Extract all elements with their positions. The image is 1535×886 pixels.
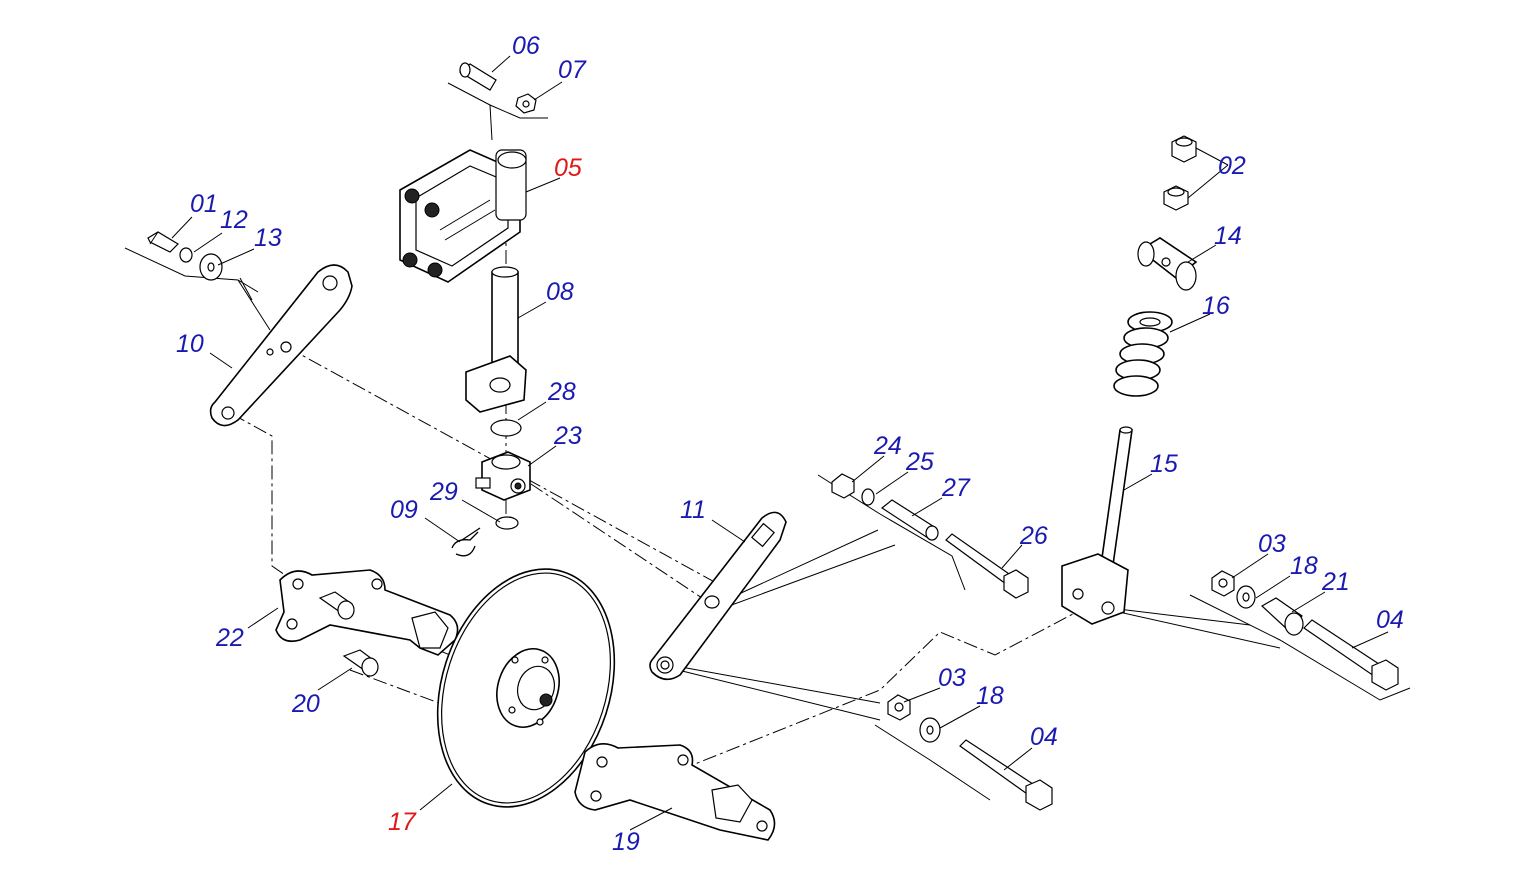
callout-24: 24 (873, 432, 902, 460)
callout-18-lower: 18 (976, 682, 1004, 710)
washer-part-28 (490, 419, 522, 437)
callout-27: 27 (941, 474, 971, 502)
bolt-part-04-right (1303, 619, 1399, 691)
bolt-part-01 (147, 231, 179, 253)
callout-06: 06 (512, 32, 540, 60)
callout-22: 22 (215, 624, 244, 652)
clamp-part-14 (1137, 237, 1198, 291)
lock-washer-part-12 (179, 247, 193, 263)
callout-25: 25 (905, 448, 934, 476)
callout-03-right: 03 (1258, 530, 1286, 558)
callout-23: 23 (553, 422, 582, 450)
nut-part-24 (831, 473, 855, 499)
callout-20: 20 (291, 690, 320, 718)
callout-09: 09 (390, 496, 418, 524)
pivot-block-part-23 (475, 451, 531, 501)
callout-03-lower: 03 (938, 664, 966, 692)
callout-leaders (171, 55, 1389, 831)
washer-part-18-lower (919, 717, 941, 743)
callout-08: 08 (546, 278, 574, 306)
callout-26: 26 (1019, 522, 1048, 550)
callout-04-lower: 04 (1030, 723, 1058, 751)
callout-07: 07 (558, 56, 587, 84)
bolt-part-06 (458, 62, 497, 91)
callout-21: 21 (1321, 568, 1350, 596)
callout-02: 02 (1218, 152, 1246, 180)
callout-28: 28 (547, 378, 576, 406)
nut-part-03-right (1211, 570, 1235, 597)
pin-part-09 (451, 527, 481, 557)
leader-lines (124, 82, 1411, 801)
callout-16: 16 (1202, 292, 1230, 320)
nut-part-07 (515, 93, 537, 114)
callout-11: 11 (680, 496, 706, 524)
callout-18-right: 18 (1290, 552, 1318, 580)
callout-labels: 01 02 03 03 04 04 05 06 07 08 09 10 11 1… (176, 32, 1404, 856)
bushing-part-21 (1260, 597, 1304, 636)
rod-part-15 (1061, 426, 1133, 625)
bracket-part-22 (275, 569, 459, 656)
nut-part-02 (1163, 135, 1197, 211)
washer-part-29 (495, 516, 519, 530)
bolt-part-04-lower (959, 739, 1053, 811)
link-plate-part-10 (209, 264, 353, 427)
callout-15: 15 (1150, 450, 1178, 478)
callout-19: 19 (612, 828, 640, 856)
bracket-part-19 (574, 743, 776, 841)
callout-17: 17 (388, 808, 417, 836)
shaft-part-08 (465, 266, 527, 413)
frame-bracket-part-05 (399, 149, 527, 283)
spring-part-16 (1113, 311, 1173, 397)
callout-04-right: 04 (1376, 606, 1404, 634)
callout-12: 12 (220, 206, 248, 234)
callout-05: 05 (554, 154, 582, 182)
disc-part-17 (436, 568, 616, 808)
callout-13: 13 (254, 224, 282, 252)
bolt-part-26 (945, 533, 1029, 599)
callout-01: 01 (190, 190, 218, 218)
washer-part-25 (861, 488, 875, 506)
washer-part-13 (199, 253, 223, 281)
nut-part-03-lower (887, 694, 911, 721)
washer-part-18-right (1236, 585, 1256, 609)
callout-14: 14 (1214, 222, 1242, 250)
link-plate-part-11 (649, 511, 787, 681)
callout-29: 29 (429, 478, 458, 506)
bushing-part-20 (318, 591, 379, 677)
callout-10: 10 (176, 330, 204, 358)
spacer-part-27 (880, 499, 939, 541)
